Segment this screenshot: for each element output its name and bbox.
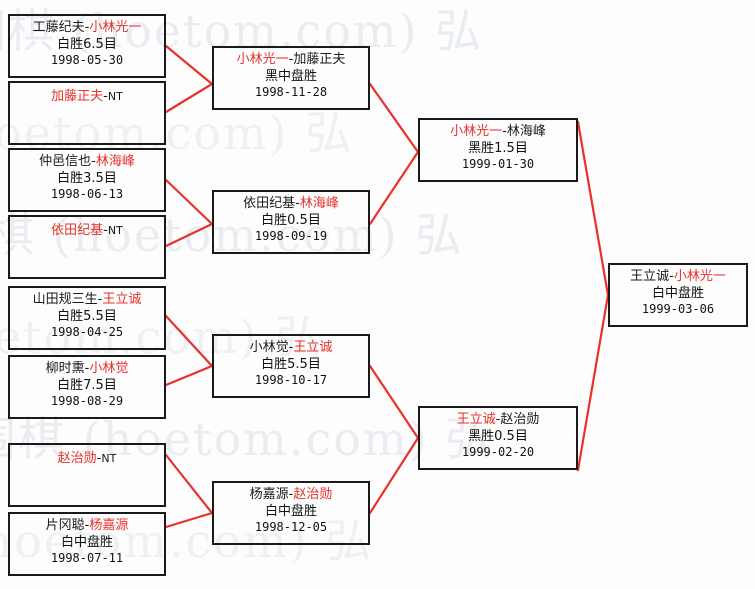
player-right: 林海峰	[95, 154, 135, 169]
match-players: 片冈聪-杨嘉源	[45, 518, 129, 533]
match-result: 黑胜1.5目	[468, 140, 528, 156]
match-box-r1-m2[interactable]: 加藤正夫-NT	[8, 81, 166, 145]
match-result: 白中盘胜	[60, 534, 113, 550]
match-date: 1999-03-06	[641, 302, 715, 317]
connector-line	[164, 314, 214, 368]
match-players: 小林觉-王立诚	[249, 340, 333, 355]
match-players: 赵治勋-NT	[57, 451, 117, 466]
match-result: 白胜5.5目	[57, 308, 117, 324]
match-players: 王立诚-小林光一	[630, 269, 726, 284]
connector-line	[164, 511, 214, 529]
match-result: 白胜6.5目	[57, 36, 117, 52]
match-result: 白胜5.5目	[261, 356, 321, 372]
player-right: NT	[107, 90, 123, 103]
player-right: 杨嘉源	[89, 518, 129, 533]
player-right: NT	[107, 224, 123, 237]
match-box-r1-m6[interactable]: 柳时熏-小林觉 白胜7.5目 1998-08-29	[8, 355, 166, 419]
match-players: 加藤正夫-NT	[51, 89, 123, 104]
match-result: 白胜0.5目	[261, 212, 321, 228]
match-box-r1-m3[interactable]: 仲邑信也-林海峰 白胜3.5目 1998-06-13	[8, 148, 166, 212]
match-box-r1-m4[interactable]: 依田纪基-NT	[8, 215, 166, 279]
connector-line	[368, 364, 420, 440]
connector-line	[164, 222, 214, 248]
match-result: 白胜7.5目	[57, 377, 117, 393]
match-box-r3-m1[interactable]: 小林光一-林海峰 黑胜1.5目 1999-01-30	[418, 118, 578, 182]
match-date: 1998-09-19	[254, 229, 328, 244]
player-left: 王立诚	[630, 269, 670, 284]
connector-line	[576, 293, 610, 472]
player-left: 依田纪基	[51, 223, 104, 238]
match-date: 1998-07-11	[50, 551, 124, 566]
match-players: 小林光一-加藤正夫	[236, 52, 346, 67]
match-box-r3-m2[interactable]: 王立诚-赵治勋 黑胜0.5目 1999-02-20	[418, 406, 578, 470]
player-right: 加藤正夫	[293, 52, 346, 67]
player-left: 赵治勋	[57, 451, 97, 466]
player-left: 加藤正夫	[51, 89, 104, 104]
player-left: 小林光一	[450, 124, 503, 139]
match-players: 依田纪基-林海峰	[243, 196, 339, 211]
connector-line	[368, 150, 420, 226]
match-players: 依田纪基-NT	[51, 223, 123, 238]
match-box-r1-m1[interactable]: 工藤纪夫-小林光一 白胜6.5目 1998-05-30	[8, 14, 166, 78]
connector-line	[164, 82, 214, 114]
player-left: 杨嘉源	[249, 487, 289, 502]
match-date: 1998-05-30	[50, 53, 124, 68]
connector-line	[576, 120, 610, 297]
player-left: 柳时熏	[45, 361, 85, 376]
match-players: 仲邑信也-林海峰	[39, 154, 135, 169]
player-right: NT	[101, 452, 117, 465]
connector-line	[368, 436, 420, 515]
match-result: 白中盘胜	[651, 285, 704, 301]
player-right: 王立诚	[102, 292, 142, 307]
match-result: 黑中盘胜	[264, 68, 317, 84]
match-players: 杨嘉源-赵治勋	[249, 487, 333, 502]
match-box-r2-m3[interactable]: 小林觉-王立诚 白胜5.5目 1998-10-17	[212, 334, 370, 398]
connector-line	[164, 453, 214, 515]
match-players: 小林光一-林海峰	[450, 124, 546, 139]
match-result: 白胜3.5目	[57, 170, 117, 186]
match-box-r2-m2[interactable]: 依田纪基-林海峰 白胜0.5目 1998-09-19	[212, 190, 370, 254]
match-box-r2-m4[interactable]: 杨嘉源-赵治勋 白中盘胜 1998-12-05	[212, 481, 370, 545]
player-left: 仲邑信也	[39, 154, 92, 169]
connector-line	[368, 82, 420, 154]
player-left: 工藤纪夫	[32, 20, 85, 35]
match-date: 1998-12-05	[254, 520, 328, 535]
connector-line	[164, 44, 214, 86]
player-left: 依田纪基	[243, 196, 296, 211]
connector-line	[164, 364, 214, 387]
match-box-final[interactable]: 王立诚-小林光一 白中盘胜 1999-03-06	[608, 263, 748, 327]
match-result: 黑胜0.5目	[468, 428, 528, 444]
match-date: 1998-11-28	[254, 85, 328, 100]
player-right: 赵治勋	[500, 412, 540, 427]
match-date: 1999-01-30	[461, 157, 535, 172]
match-players: 山田规三生-王立诚	[32, 292, 142, 307]
player-right: 林海峰	[506, 124, 546, 139]
connector-line	[164, 178, 214, 226]
player-right: 小林光一	[89, 20, 142, 35]
match-box-r1-m8[interactable]: 片冈聪-杨嘉源 白中盘胜 1998-07-11	[8, 512, 166, 576]
player-left: 王立诚	[456, 412, 496, 427]
match-date: 1998-06-13	[50, 187, 124, 202]
match-result: 白中盘胜	[264, 503, 317, 519]
player-left: 小林光一	[236, 52, 289, 67]
match-players: 工藤纪夫-小林光一	[32, 20, 142, 35]
player-left: 小林觉	[249, 340, 289, 355]
match-box-r1-m5[interactable]: 山田规三生-王立诚 白胜5.5目 1998-04-25	[8, 286, 166, 350]
player-right: 林海峰	[299, 196, 339, 211]
player-right: 王立诚	[293, 340, 333, 355]
match-date: 1998-10-17	[254, 373, 328, 388]
player-right: 小林光一	[673, 269, 726, 284]
player-left: 片冈聪	[45, 518, 85, 533]
player-right: 赵治勋	[293, 487, 333, 502]
player-right: 小林觉	[89, 361, 129, 376]
match-date: 1998-04-25	[50, 325, 124, 340]
match-players: 王立诚-赵治勋	[456, 412, 540, 427]
match-date: 1998-08-29	[50, 394, 124, 409]
match-date: 1999-02-20	[461, 445, 535, 460]
match-box-r2-m1[interactable]: 小林光一-加藤正夫 黑中盘胜 1998-11-28	[212, 46, 370, 110]
player-left: 山田规三生	[32, 292, 98, 307]
match-players: 柳时熏-小林觉	[45, 361, 129, 376]
match-box-r1-m7[interactable]: 赵治勋-NT	[8, 443, 166, 507]
